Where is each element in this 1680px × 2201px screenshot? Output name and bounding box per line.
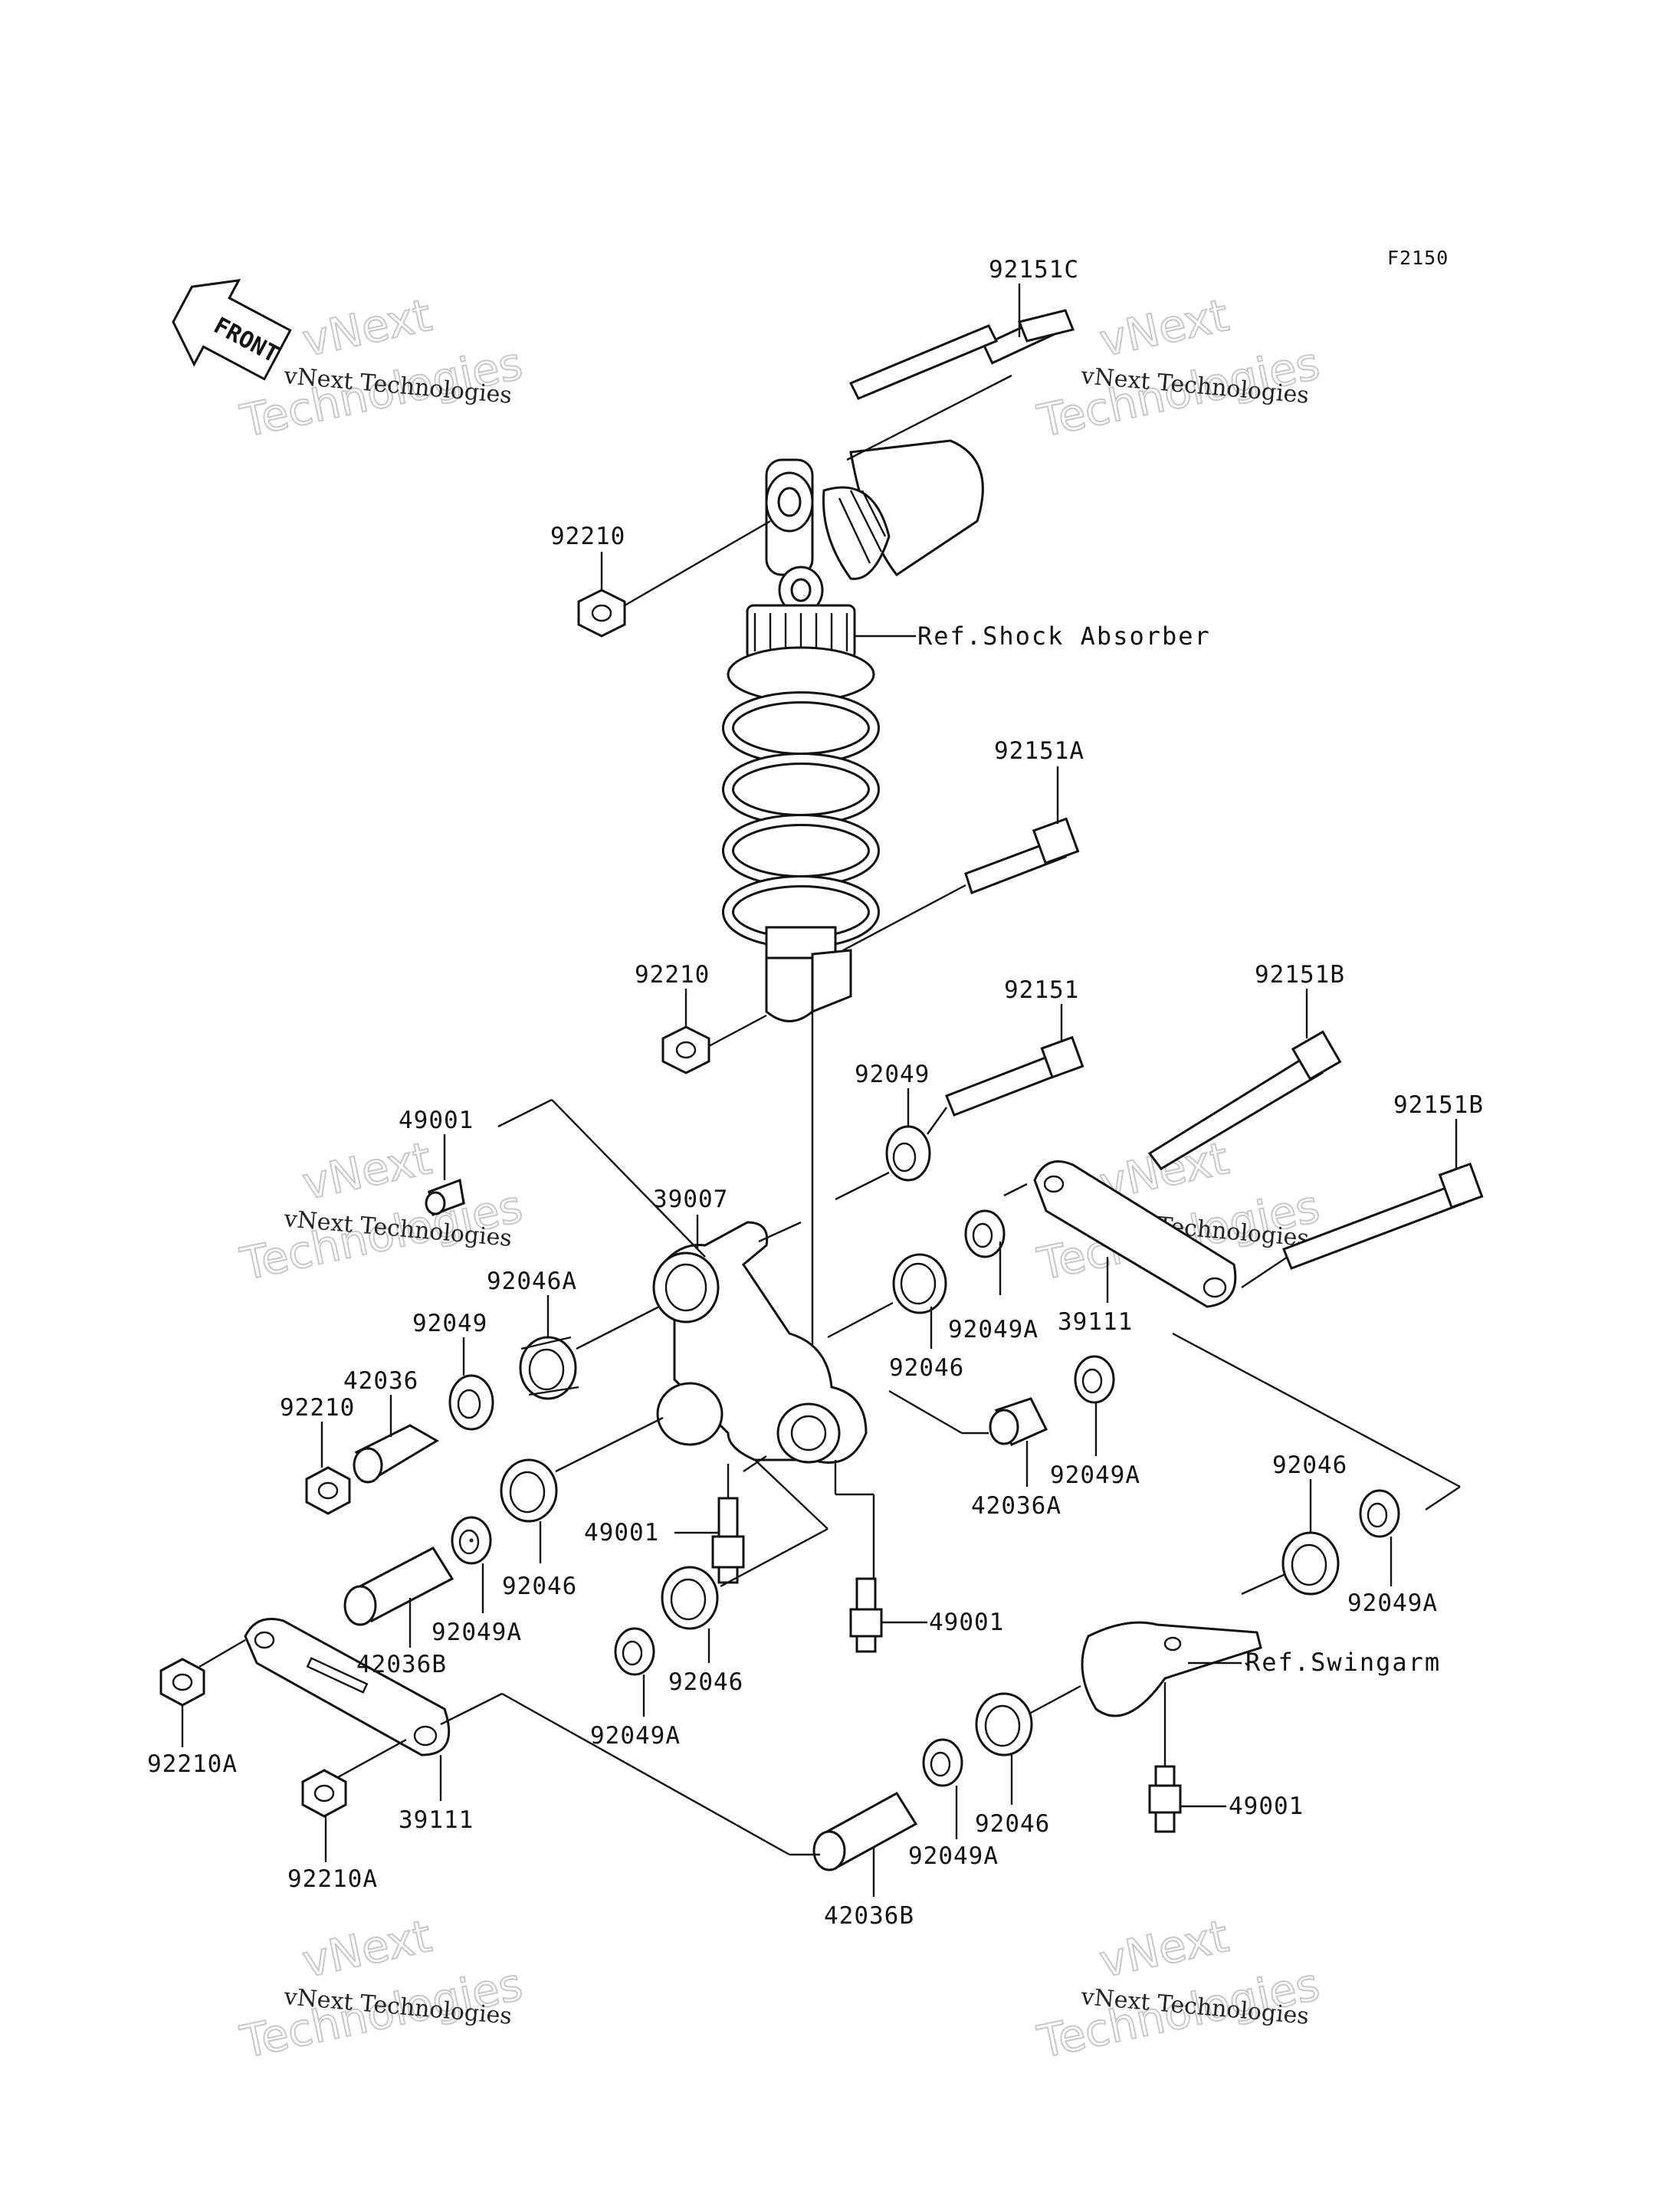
grease-nipple-49001-upper-icon xyxy=(425,1178,465,1217)
part-label[interactable]: 92049A xyxy=(590,1722,681,1750)
bushing-92046-left-icon xyxy=(500,1458,558,1523)
bolt-92151-icon xyxy=(945,1035,1084,1117)
part-label[interactable]: 49001 xyxy=(584,1519,659,1547)
part-label[interactable]: 92046 xyxy=(502,1573,577,1600)
sleeve-42036b-bottom-icon xyxy=(812,1792,918,1871)
part-label[interactable]: 92210A xyxy=(147,1750,238,1778)
watermark-text: vNext xyxy=(1095,289,1233,367)
ref-shock-absorber-label: Ref.Shock Absorber xyxy=(917,622,1211,651)
part-label[interactable]: 42036B xyxy=(824,1902,914,1930)
watermark-text: vNext xyxy=(298,1910,436,1988)
part-label[interactable]: 92046 xyxy=(668,1668,743,1696)
grease-nipple-49001-mid-icon xyxy=(711,1497,745,1584)
part-label[interactable]: 39007 xyxy=(653,1186,728,1213)
part-label[interactable]: 92046 xyxy=(889,1354,964,1382)
part-label[interactable]: 92210 xyxy=(635,961,710,989)
link-39111-left-icon xyxy=(244,1618,451,1757)
washer-92049a-bottom-icon xyxy=(922,1738,963,1787)
front-arrow-icon: FRONT xyxy=(172,278,292,381)
bushing-92046a-icon xyxy=(519,1336,579,1400)
part-label[interactable]: 92046A xyxy=(487,1268,577,1295)
rocker-arm-39007-icon xyxy=(652,1221,868,1464)
washer-92049-left-icon xyxy=(448,1374,494,1431)
ref-swingarm-label: Ref.Swingarm xyxy=(1245,1648,1441,1677)
sleeve-42036b-left-icon xyxy=(343,1547,454,1626)
part-label[interactable]: 42036A xyxy=(971,1492,1061,1520)
bolt-92151b-upper-icon xyxy=(1147,1030,1342,1170)
part-label[interactable]: 42036B xyxy=(356,1651,447,1678)
part-label[interactable]: 92151C xyxy=(989,256,1079,284)
watermark-bottom-right: vNext Technologies vNext Technologies xyxy=(1032,1909,1325,2069)
bushing-92046-right-icon xyxy=(1281,1531,1340,1596)
part-label[interactable]: 92151B xyxy=(1393,1091,1484,1119)
washer-92049a-lower-mid-icon xyxy=(614,1627,655,1676)
part-label[interactable]: 49001 xyxy=(929,1609,1004,1636)
bolt-92151a-icon xyxy=(964,817,1080,894)
bolt-92151c-icon xyxy=(846,309,1075,461)
collar-42036a-icon xyxy=(989,1397,1048,1446)
part-label[interactable]: 39111 xyxy=(399,1806,474,1834)
link-39111-right-icon xyxy=(1033,1160,1237,1308)
watermark-bottom-left: vNext Technologies vNext Technologies xyxy=(235,1909,528,2069)
watermark-text: vNext xyxy=(298,1132,436,1210)
part-label[interactable]: 92210A xyxy=(287,1865,378,1893)
part-label[interactable]: 49001 xyxy=(399,1107,474,1134)
nut-92210-left-icon xyxy=(305,1466,351,1515)
part-label[interactable]: 92049A xyxy=(1050,1461,1140,1489)
part-label[interactable]: 42036 xyxy=(343,1367,418,1395)
washer-92049a-far-right-icon xyxy=(1359,1489,1400,1538)
part-label[interactable]: 92046 xyxy=(975,1810,1050,1838)
bushing-92046-upper-icon xyxy=(892,1253,947,1314)
part-label[interactable]: 92049A xyxy=(431,1619,522,1646)
nut-92210-top-icon xyxy=(577,589,626,638)
part-label[interactable]: 92049 xyxy=(855,1061,930,1088)
part-label[interactable]: 92049 xyxy=(412,1310,487,1337)
part-label[interactable]: 92049A xyxy=(1347,1589,1438,1617)
nut-92210a-lower-icon xyxy=(301,1769,347,1818)
grease-nipple-49001-lower-icon xyxy=(849,1577,883,1653)
shock-absorber xyxy=(722,439,984,1022)
part-label[interactable]: 92151B xyxy=(1255,961,1345,989)
part-label[interactable]: 92210 xyxy=(280,1394,355,1422)
washer-92049-top-icon xyxy=(885,1125,931,1182)
collar-42036-icon xyxy=(353,1424,439,1484)
swingarm-ref-icon xyxy=(1081,1621,1262,1717)
part-label[interactable]: 92049A xyxy=(948,1316,1039,1343)
part-label[interactable]: 92210 xyxy=(550,523,625,550)
nut-92210a-upper-icon xyxy=(159,1658,205,1707)
diagram-code: F2150 xyxy=(1387,247,1449,269)
part-label[interactable]: 39111 xyxy=(1058,1308,1133,1336)
watermark-text: vNext xyxy=(1095,1910,1233,1988)
bushing-92046-bottom-icon xyxy=(975,1692,1033,1757)
watermark-mid-left: vNext Technologies vNext Technologies xyxy=(235,1131,528,1291)
washer-92049a-right-icon xyxy=(1074,1355,1115,1404)
part-label[interactable]: 92151A xyxy=(994,737,1084,765)
bolt-92151b-lower-icon xyxy=(1282,1162,1484,1270)
part-label[interactable]: 92151 xyxy=(1004,976,1079,1004)
part-label[interactable]: 92046 xyxy=(1272,1451,1347,1479)
bushing-92046-lower-mid-icon xyxy=(661,1566,719,1630)
watermark-text: vNext xyxy=(298,289,436,367)
washer-92049a-mid-left-icon xyxy=(469,1538,474,1543)
nut-92210-mid-icon xyxy=(661,1025,710,1074)
part-label[interactable]: 49001 xyxy=(1229,1793,1304,1820)
watermark-top-right: vNext Technologies vNext Technologies xyxy=(1032,288,1325,448)
washer-92049a-upper-icon xyxy=(964,1209,1006,1258)
watermark-top-left: vNext Technologies vNext Technologies xyxy=(235,288,528,448)
part-label[interactable]: 92049A xyxy=(908,1842,999,1870)
grease-nipple-49001-swingarm-icon xyxy=(1148,1765,1182,1833)
